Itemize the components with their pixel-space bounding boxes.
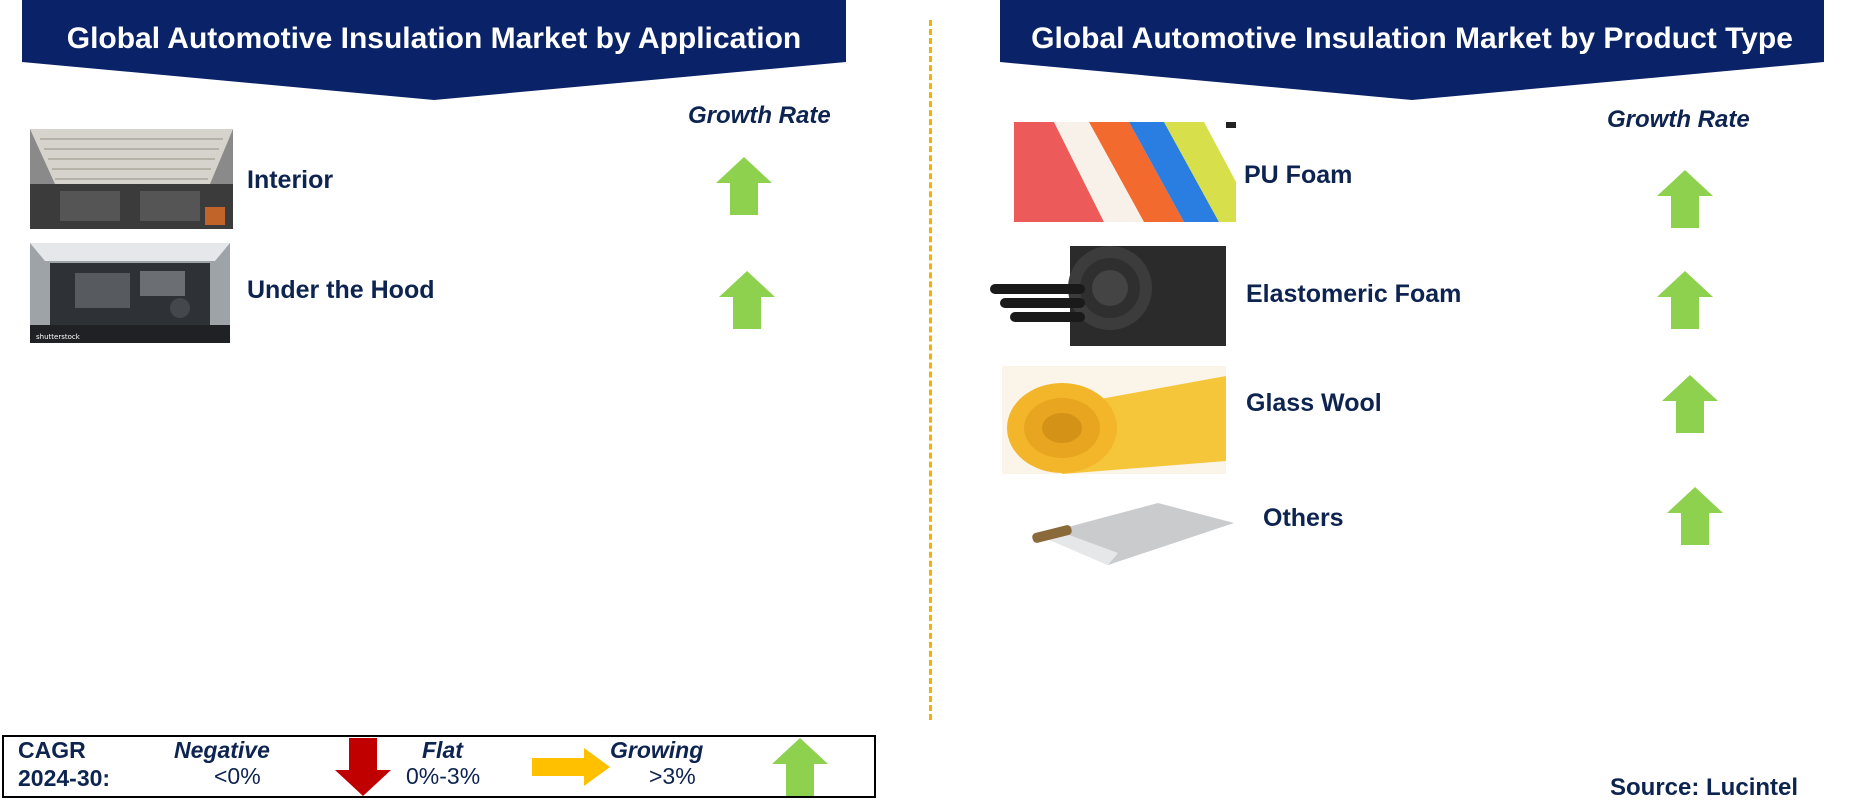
item-label-under-the-hood: Under the Hood bbox=[247, 276, 435, 304]
right-title-banner: Global Automotive Insulation Market by P… bbox=[1000, 0, 1824, 100]
under-the-hood-image: shutterstock bbox=[30, 243, 230, 343]
item-label-others: Others bbox=[1263, 504, 1344, 532]
interior-image bbox=[30, 129, 233, 229]
elastomeric-foam-image bbox=[990, 246, 1226, 346]
image-caption: shutterstock bbox=[36, 333, 81, 341]
growing-arrow-icon bbox=[1657, 170, 1713, 228]
growing-arrow-icon bbox=[772, 738, 828, 796]
item-label-interior: Interior bbox=[247, 166, 334, 194]
right-growth-rate-header: Growth Rate bbox=[1607, 106, 1750, 133]
cagr-legend: CAGR 2024-30: Negative <0% Flat 0%-3% Gr… bbox=[2, 735, 876, 798]
legend-growing-range: >3% bbox=[649, 763, 696, 789]
item-label-pu-foam: PU Foam bbox=[1244, 161, 1353, 189]
panel-divider bbox=[929, 20, 932, 720]
legend-growing-label: Growing bbox=[610, 737, 704, 763]
legend-flat-range: 0%-3% bbox=[406, 763, 481, 789]
legend-negative-label: Negative bbox=[174, 737, 270, 763]
legend-flat-label: Flat bbox=[422, 737, 463, 763]
growing-arrow-icon bbox=[716, 157, 772, 215]
growing-arrow-icon bbox=[1662, 375, 1718, 433]
legend-cagr-label: CAGR bbox=[18, 737, 86, 763]
legend-negative-range: <0% bbox=[214, 763, 261, 789]
growing-arrow-icon bbox=[1667, 487, 1723, 545]
growing-arrow-icon bbox=[1657, 271, 1713, 329]
source-credit: Source: Lucintel bbox=[1610, 774, 1799, 801]
negative-arrow-icon bbox=[335, 738, 391, 796]
item-label-glass-wool: Glass Wool bbox=[1246, 389, 1382, 417]
pu-foam-image bbox=[1014, 122, 1236, 222]
flat-arrow-icon bbox=[532, 748, 610, 786]
others-foil-image bbox=[1028, 493, 1234, 573]
item-label-elastomeric-foam: Elastomeric Foam bbox=[1246, 280, 1462, 308]
glass-wool-image bbox=[1002, 366, 1226, 474]
left-title-banner: Global Automotive Insulation Market by A… bbox=[22, 0, 846, 100]
left-panel-title: Global Automotive Insulation Market by A… bbox=[66, 22, 802, 55]
growing-arrow-icon bbox=[719, 271, 775, 329]
legend-cagr-period: 2024-30: bbox=[18, 765, 111, 791]
left-growth-rate-header: Growth Rate bbox=[688, 102, 831, 129]
right-panel-title: Global Automotive Insulation Market by P… bbox=[1031, 22, 1793, 55]
